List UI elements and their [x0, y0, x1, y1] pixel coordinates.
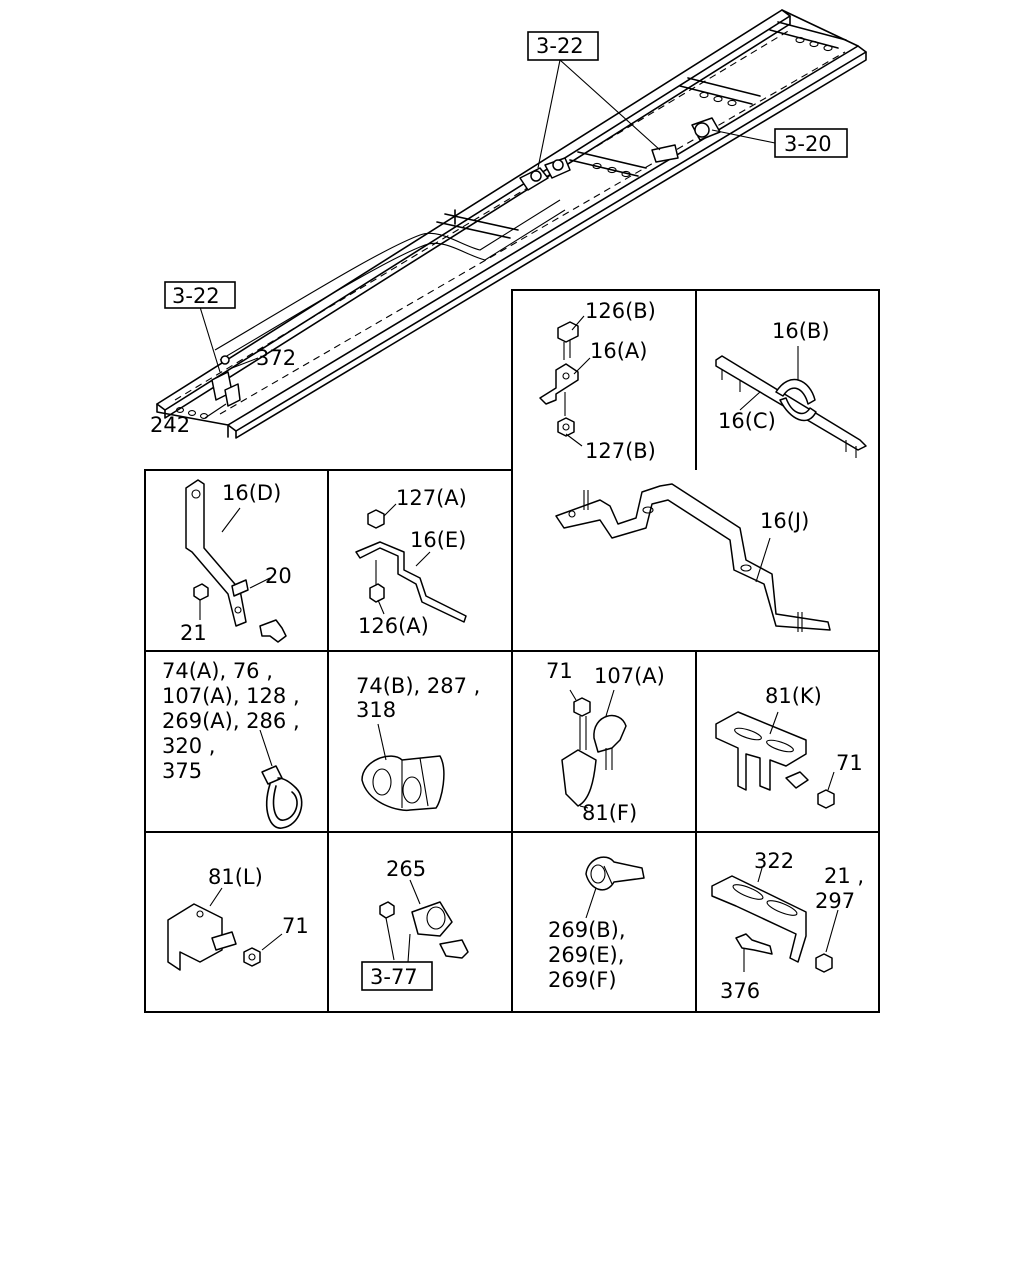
chassis-frame-drawing — [156, 9, 867, 439]
label-126b: 126(B) — [585, 299, 656, 323]
cell-pipe-clip: 71 107(A) 81(F) — [546, 659, 665, 825]
ref-box-bottom — [361, 961, 433, 991]
ref-right: 3-20 — [784, 132, 832, 156]
cell-double-clamp: 74(B), 287 , 318 — [356, 674, 480, 812]
ref-box-right — [774, 128, 848, 158]
label-71-c: 71 — [282, 914, 309, 938]
label-71-a: 71 — [546, 659, 573, 683]
label-81k: 81(K) — [765, 684, 822, 708]
label-16b: 16(B) — [772, 319, 830, 343]
cell-slotted-bracket-k: 81(K) 71 — [715, 684, 863, 809]
ref-top: 3-22 — [536, 34, 584, 58]
label-372: 372 — [256, 346, 296, 370]
c42-line-1: 269(B), — [548, 918, 626, 942]
label-376: 376 — [720, 979, 760, 1003]
label-127a: 127(A) — [396, 486, 467, 510]
label-21-297-a: 21 , — [824, 864, 864, 888]
cell-p-clip: 269(B), 269(E), 269(F) — [548, 856, 645, 992]
label-71-b: 71 — [836, 751, 863, 775]
ref-box-top — [527, 31, 599, 61]
c30-line-4: 320 , — [162, 734, 215, 758]
cell-bolt-bracket: 126(B) 16(A) 127(B) — [539, 299, 656, 463]
label-16c: 16(C) — [718, 409, 776, 433]
label-21: 21 — [180, 621, 207, 645]
cell-long-bracket: 16(B) 16(C) — [715, 319, 867, 458]
label-81l: 81(L) — [208, 865, 263, 889]
c30-line-2: 107(A), 128 , — [162, 684, 300, 708]
c30-line-1: 74(A), 76 , — [162, 659, 273, 683]
label-126a: 126(A) — [358, 614, 429, 638]
label-265: 265 — [386, 857, 426, 881]
cell-crank-bracket: 16(J) — [555, 483, 831, 632]
label-322: 322 — [754, 849, 794, 873]
c30-line-5: 375 — [162, 759, 202, 783]
label-20: 20 — [265, 564, 292, 588]
label-242: 242 — [150, 413, 190, 437]
label-16a: 16(A) — [590, 339, 647, 363]
cell-clamp-265: 265 3-77 — [361, 857, 469, 991]
label-16e: 16(E) — [410, 528, 466, 552]
c30-line-3: 269(A), 286 , — [162, 709, 300, 733]
ref-bottom: 3-77 — [370, 965, 418, 989]
c42-line-3: 269(F) — [548, 968, 617, 992]
cell-channel-bracket-l: 81(L) 71 — [167, 865, 309, 971]
label-16d: 16(D) — [222, 481, 281, 505]
label-297: 297 — [815, 889, 855, 913]
c42-line-2: 269(E), — [548, 943, 624, 967]
cell-cable-tie: 74(A), 76 , 107(A), 128 , 269(A), 286 , … — [162, 659, 303, 829]
parts-grid — [144, 289, 880, 1013]
cell-step-bracket: 127(A) 16(E) 126(A) — [355, 486, 467, 638]
c31-line-1: 74(B), 287 , — [356, 674, 480, 698]
cell-l-bracket: 16(D) 20 21 — [180, 479, 292, 645]
label-81f: 81(F) — [582, 801, 637, 825]
label-127b: 127(B) — [585, 439, 656, 463]
ref-box-left — [164, 281, 236, 309]
label-107a: 107(A) — [594, 664, 665, 688]
cell-slotted-bracket-322: 322 21 , 297 376 — [711, 849, 864, 1003]
ref-left: 3-22 — [172, 284, 220, 308]
c31-line-2: 318 — [356, 698, 396, 722]
label-16j: 16(J) — [760, 509, 809, 533]
